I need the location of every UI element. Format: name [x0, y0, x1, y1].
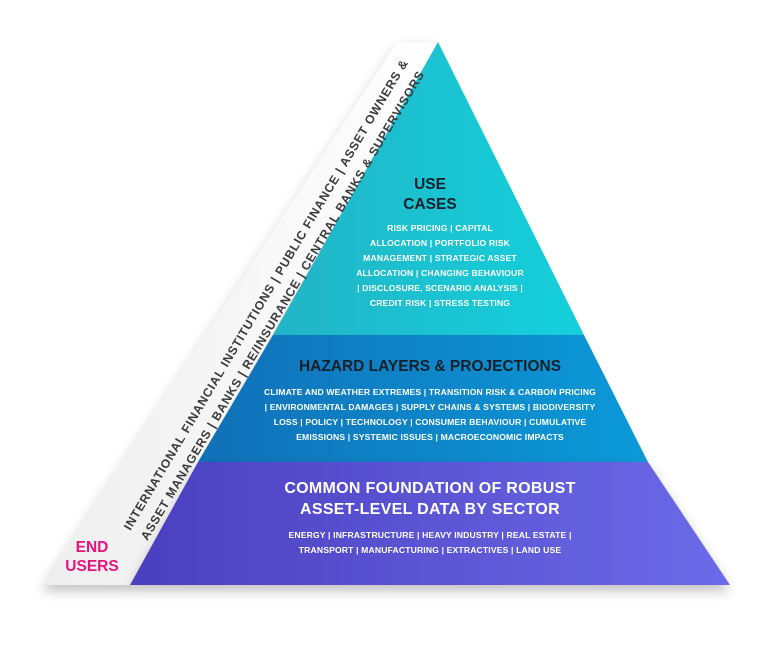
hazard-line: | ENVIRONMENTAL DAMAGES | SUPPLY CHAINS … — [264, 402, 596, 412]
hazard-line: CLIMATE AND WEATHER EXTREMES | TRANSITIO… — [263, 387, 597, 397]
foundation-list: ENERGY | INFRASTRUCTURE | HEAVY INDUSTRY… — [250, 528, 610, 558]
use-case-line: CREDIT RISK | STRESS TESTING — [369, 298, 511, 308]
foundation-line: TRANSPORT | MANUFACTURING | EXTRACTIVES … — [298, 545, 562, 555]
use-cases-list: RISK PRICING | CAPITAL ALLOCATION | PORT… — [310, 221, 570, 311]
hazard-line: LOSS | POLICY | TECHNOLOGY | CONSUMER BE… — [273, 417, 587, 427]
end-users-label-line: USERS — [65, 558, 119, 575]
end-users-band — [42, 42, 438, 585]
use-cases-title-line: USE — [414, 176, 446, 193]
end-users-label-line: END — [75, 539, 109, 556]
use-case-line: RISK PRICING | CAPITAL — [387, 223, 493, 233]
hazard-line: EMISSIONS | SYSTEMIC ISSUES | MACROECONO… — [296, 432, 564, 442]
foundation-title-line: ASSET-LEVEL DATA BY SECTOR — [300, 501, 560, 518]
use-cases-tier — [273, 42, 584, 335]
foundation-title-line: COMMON FOUNDATION OF ROBUST — [284, 480, 576, 497]
hazard-tier — [198, 335, 648, 462]
foundation-tier — [130, 462, 730, 585]
use-case-line: MANAGEMENT | STRATEGIC ASSET — [363, 253, 517, 263]
foundation-title: COMMON FOUNDATION OF ROBUST ASSET-LEVEL … — [230, 478, 630, 520]
use-cases-title-line: CASES — [403, 196, 457, 213]
use-case-line: ALLOCATION | CHANGING BEHAVIOUR — [356, 268, 524, 278]
hazard-title: HAZARD LAYERS & PROJECTIONS — [298, 358, 562, 375]
use-cases-title: USE CASES — [380, 175, 480, 215]
hazard-list: CLIMATE AND WEATHER EXTREMES | TRANSITIO… — [230, 385, 630, 445]
end-users-label: END USERS — [62, 538, 122, 576]
use-case-line: | DISCLOSURE, SCENARIO ANALYSIS | — [357, 283, 523, 293]
foundation-line: ENERGY | INFRASTRUCTURE | HEAVY INDUSTRY… — [288, 530, 572, 540]
use-case-line: ALLOCATION | PORTFOLIO RISK — [370, 238, 510, 248]
